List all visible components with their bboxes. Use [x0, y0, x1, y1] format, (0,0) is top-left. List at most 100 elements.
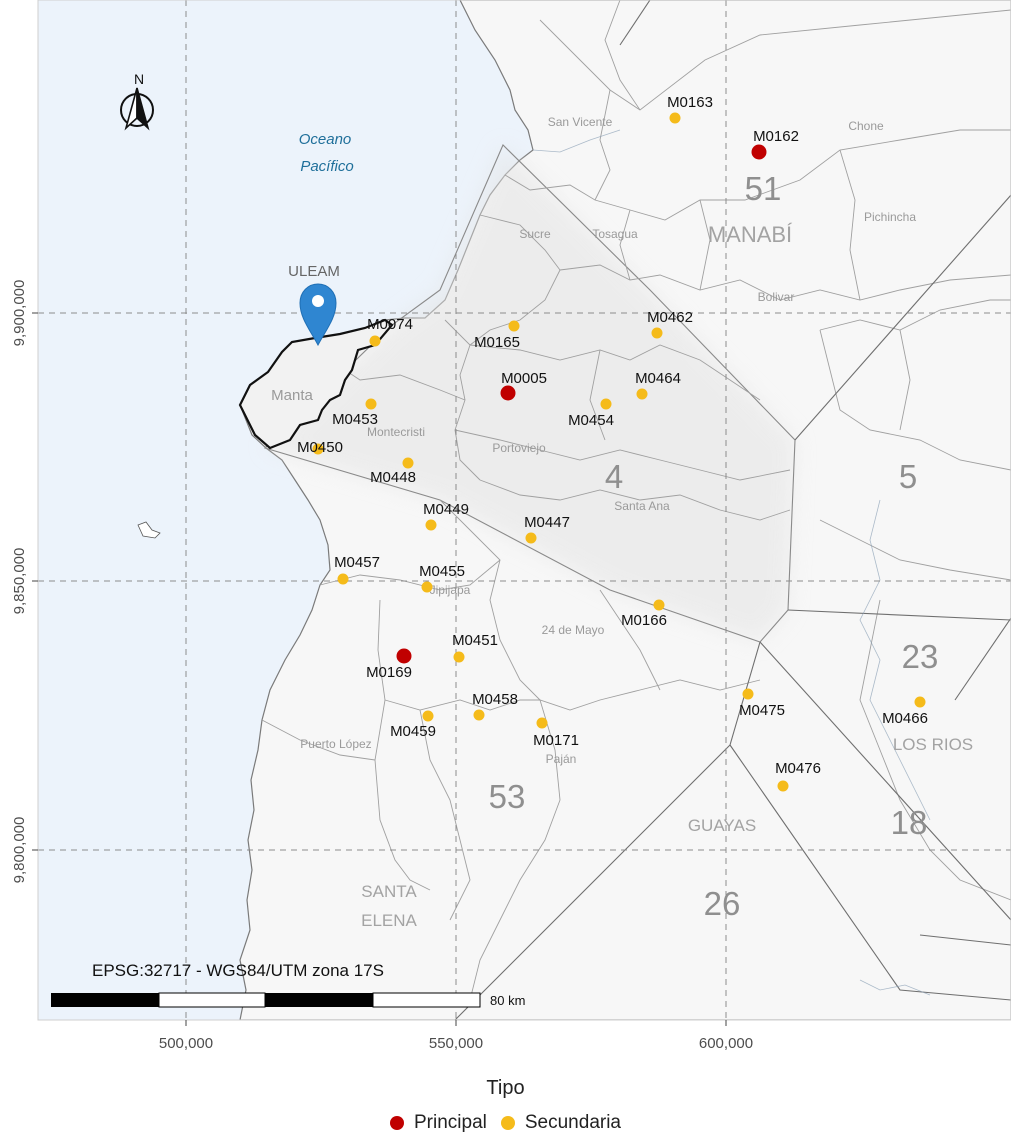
station-label: M0466	[882, 710, 928, 727]
station-marker-secundaria[interactable]	[653, 599, 665, 611]
legend: Principal Secundaria	[0, 1112, 1011, 1134]
station-marker-secundaria[interactable]	[421, 581, 433, 593]
region-label: SANTA	[361, 882, 417, 901]
crs-label: EPSG:32717 - WGS84/UTM zona 17S	[92, 961, 384, 980]
station-label: M0448	[370, 469, 416, 486]
legend-label: Principal	[414, 1112, 487, 1133]
y-tick-label: 9,800,000	[11, 817, 28, 884]
station-marker-secundaria[interactable]	[337, 573, 349, 585]
station-marker-secundaria[interactable]	[600, 398, 612, 410]
y-tick-label: 9,900,000	[11, 280, 28, 347]
island	[137, 521, 161, 539]
scale-bar: 80 km	[51, 992, 525, 1008]
uleam-location-pin-icon	[299, 283, 337, 347]
place-label: 24 de Mayo	[542, 623, 605, 637]
station-marker-secundaria[interactable]	[473, 709, 485, 721]
principal-dot-icon	[390, 1116, 404, 1130]
rivers	[532, 129, 931, 996]
station-marker-secundaria[interactable]	[651, 327, 663, 339]
region-label: LOS RIOS	[893, 735, 973, 754]
station-marker-secundaria[interactable]	[777, 780, 789, 792]
zone-label: 23	[902, 638, 939, 675]
station-label: M0453	[332, 411, 378, 428]
zone-label: 18	[891, 804, 928, 841]
place-label: Paján	[546, 752, 577, 766]
station-label: M0462	[647, 309, 693, 326]
station-marker-secundaria[interactable]	[453, 651, 465, 663]
station-label: M0449	[423, 501, 469, 518]
x-tick-label: 500,000	[159, 1035, 213, 1052]
legend-label: Secundaria	[524, 1112, 621, 1133]
station-label: M0454	[568, 412, 614, 429]
station-label: M0475	[739, 702, 785, 719]
station-marker-secundaria[interactable]	[636, 388, 648, 400]
scale-label: 80 km	[490, 993, 525, 1008]
manta-canton-outline	[238, 318, 394, 450]
station-marker-secundaria[interactable]	[422, 710, 434, 722]
station-marker-principal[interactable]	[751, 144, 767, 160]
station-marker-secundaria[interactable]	[914, 696, 926, 708]
station-marker-secundaria[interactable]	[742, 688, 754, 700]
station-label: M0476	[775, 760, 821, 777]
legend-title: Tipo	[486, 1077, 525, 1099]
place-label: Bolivar	[758, 290, 795, 304]
place-label: Tosagua	[592, 227, 638, 241]
station-marker-secundaria[interactable]	[312, 443, 324, 455]
station-label: M0447	[524, 514, 570, 531]
station-marker-secundaria[interactable]	[369, 335, 381, 347]
station-label: M0464	[635, 370, 681, 387]
station-label: M0459	[390, 723, 436, 740]
station-label: M0163	[667, 94, 713, 111]
panel-frame	[37, 0, 1011, 1021]
station-marker-secundaria[interactable]	[508, 320, 520, 332]
station-label: M0162	[753, 128, 799, 145]
station-label: M0458	[472, 691, 518, 708]
place-label: Portoviejo	[492, 441, 546, 455]
station-label: M0455	[419, 563, 465, 580]
place-label: Montecristi	[367, 425, 425, 439]
place-label: Jipijapa	[430, 583, 471, 597]
legend-item-principal: Principal	[390, 1112, 487, 1134]
legend-item-secundaria: Secundaria	[500, 1112, 621, 1134]
place-label: Sucre	[519, 227, 551, 241]
station-label: M0451	[452, 632, 498, 649]
secundaria-dot-icon	[500, 1116, 515, 1130]
zone-boundaries	[454, 0, 1011, 1020]
place-label: Santa Ana	[614, 499, 670, 513]
station-label: M0005	[501, 370, 547, 387]
region-label: GUAYAS	[688, 816, 756, 835]
station-marker-secundaria[interactable]	[425, 519, 437, 531]
y-tick-label: 9,850,000	[11, 548, 28, 615]
station-label: M0166	[621, 612, 667, 629]
ocean-label-line1: Oceano	[299, 131, 352, 148]
station-marker-principal[interactable]	[500, 385, 516, 401]
station-label: M0450	[297, 439, 343, 456]
x-tick-label: 550,000	[429, 1035, 483, 1052]
graticule	[38, 0, 1011, 1020]
zone-label: 51	[745, 170, 782, 207]
canton-boundaries	[261, 0, 1011, 1001]
station-marker-secundaria[interactable]	[402, 457, 414, 469]
north-arrow-icon: N	[120, 71, 154, 131]
zone-label: 5	[899, 458, 917, 495]
axis-ticks	[32, 312, 727, 1026]
zone-label: 26	[704, 885, 741, 922]
ocean-label-line2: Pacífico	[300, 158, 353, 175]
station-marker-secundaria[interactable]	[365, 398, 377, 410]
station-marker-secundaria[interactable]	[536, 717, 548, 729]
station-label: M0457	[334, 554, 380, 571]
station-marker-secundaria[interactable]	[669, 112, 681, 124]
station-marker-secundaria[interactable]	[525, 532, 537, 544]
place-label: Chone	[848, 119, 884, 133]
zone-label: 53	[489, 778, 526, 815]
station-marker-principal[interactable]	[396, 648, 412, 664]
place-label: Puerto López	[300, 737, 371, 751]
place-label: Pichincha	[864, 210, 916, 224]
